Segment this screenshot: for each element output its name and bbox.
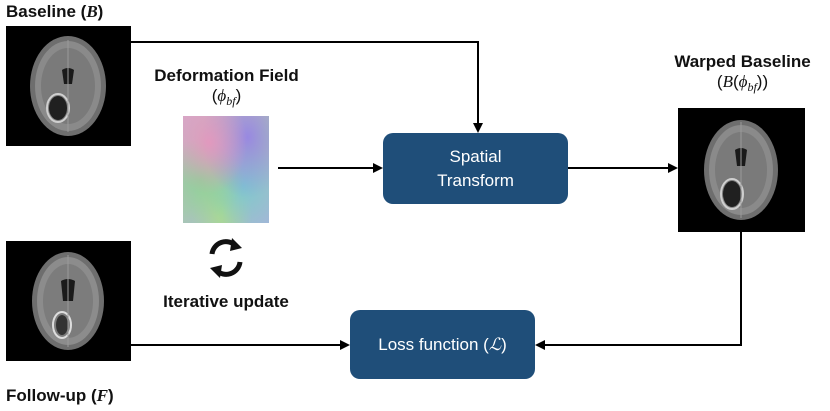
- spatial-transform-box: Spatial Transform: [383, 133, 568, 204]
- deformation-label: Deformation Field (ϕbf): [144, 66, 309, 111]
- deformation-label-text: Deformation Field: [154, 66, 299, 85]
- warped-baseline-label: Warped Baseline (B(ϕbf)): [655, 52, 830, 97]
- iterative-update-label: Iterative update: [163, 292, 289, 311]
- followup-symbol: F: [96, 386, 108, 405]
- warped-baseline-symbol: (B(ϕbf)): [716, 72, 769, 94]
- followup-label-text: Follow-up: [6, 386, 87, 405]
- warped-phi: ϕ: [738, 72, 748, 91]
- refresh-icon: [209, 238, 243, 278]
- loss-function-box: Loss function (ℒ): [350, 310, 535, 379]
- deformation-field-image: [183, 116, 269, 223]
- loss-symbol: ℒ: [488, 334, 502, 354]
- warped-baseline-label-text: Warped Baseline: [674, 52, 811, 71]
- arrow-baseline-to-transform: [131, 41, 483, 133]
- deformation-subscript: bf: [226, 94, 236, 108]
- warped-b: B: [722, 72, 733, 91]
- baseline-label-text: Baseline: [6, 2, 76, 21]
- warped-baseline-mri-image: [678, 108, 805, 232]
- loss-label: Loss function: [378, 334, 479, 354]
- arrow-warped-to-loss: [535, 232, 742, 350]
- warped-subscript: bf: [747, 80, 757, 94]
- loss-function-text: Loss function (ℒ): [378, 334, 507, 354]
- spatial-transform-line2: Transform: [437, 170, 514, 190]
- followup-label: Follow-up (F): [6, 386, 114, 405]
- deformation-phi: ϕ: [217, 86, 227, 105]
- baseline-symbol: B: [86, 2, 98, 21]
- baseline-label: Baseline (B): [6, 2, 104, 21]
- spatial-transform-line1: Spatial: [449, 146, 502, 166]
- baseline-mri-image: [6, 26, 131, 146]
- deformation-symbol: (ϕbf): [211, 86, 242, 108]
- followup-mri-image: [6, 241, 131, 361]
